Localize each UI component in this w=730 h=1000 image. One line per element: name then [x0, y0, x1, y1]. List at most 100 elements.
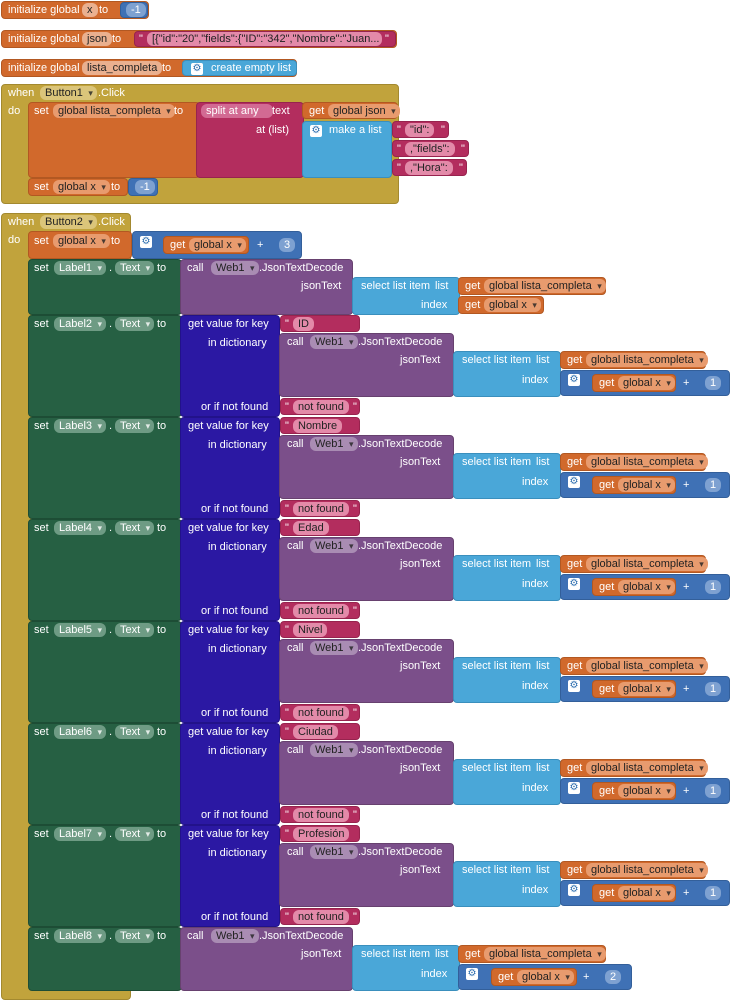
- text-field[interactable]: not found: [293, 706, 349, 720]
- component-dropdown[interactable]: Web1: [310, 539, 358, 553]
- component-dropdown[interactable]: Web1: [310, 437, 358, 451]
- variable-dropdown[interactable]: global x: [618, 886, 675, 900]
- text-field[interactable]: Ciudad: [293, 725, 338, 739]
- text-field[interactable]: [{"id":"20","fields":{"ID":"342","Nombre…: [147, 32, 382, 46]
- text-field[interactable]: not found: [293, 910, 349, 924]
- key-text-block[interactable]: "Ciudad: [280, 723, 360, 740]
- not-found-text-block[interactable]: "not found": [280, 398, 360, 415]
- component-dropdown[interactable]: Web1: [310, 743, 358, 757]
- not-found-text-block[interactable]: "not found": [280, 704, 360, 721]
- component-dropdown[interactable]: Label8: [54, 929, 107, 943]
- variable-dropdown[interactable]: global lista_completa: [586, 455, 708, 469]
- component-dropdown[interactable]: Label7: [54, 827, 107, 841]
- component-dropdown[interactable]: Web1: [310, 845, 358, 859]
- variable-dropdown[interactable]: global x: [618, 784, 675, 798]
- global-var-name-field[interactable]: lista_completa: [82, 61, 163, 75]
- component-dropdown[interactable]: Label3: [54, 419, 107, 433]
- set-label8-text-block[interactable]: set Label8 . Text to: [28, 927, 182, 991]
- gear-icon[interactable]: ⚙: [568, 680, 580, 692]
- variable-dropdown[interactable]: global x: [618, 580, 675, 594]
- gear-icon[interactable]: ⚙: [568, 374, 580, 386]
- number-field[interactable]: -1: [126, 3, 146, 17]
- number-block[interactable]: -1: [128, 178, 158, 196]
- get-global-lista-completa-block[interactable]: get global lista_completa: [458, 945, 606, 963]
- component-dropdown[interactable]: Web1: [310, 335, 358, 349]
- key-text-block[interactable]: "Edad: [280, 519, 360, 536]
- number-field[interactable]: -1: [135, 180, 155, 194]
- number-field[interactable]: 1: [705, 478, 722, 492]
- number-field[interactable]: 1: [705, 886, 722, 900]
- component-dropdown[interactable]: Web1: [211, 929, 259, 943]
- not-found-text-block[interactable]: "not found": [280, 602, 360, 619]
- split-mode-dropdown[interactable]: split at any: [201, 104, 273, 118]
- component-dropdown[interactable]: Web1: [211, 261, 259, 275]
- not-found-text-block[interactable]: "not found": [280, 806, 360, 823]
- property-dropdown[interactable]: Text: [115, 623, 155, 637]
- text-field[interactable]: Nombre: [293, 419, 343, 433]
- property-dropdown[interactable]: Text: [115, 929, 155, 943]
- component-dropdown[interactable]: Button1: [40, 86, 97, 100]
- number-field[interactable]: 1: [705, 682, 722, 696]
- number-field[interactable]: 1: [705, 376, 722, 390]
- list-text-item-3[interactable]: " ,"Hora": ": [392, 159, 467, 176]
- set-global-x-block[interactable]: set global x to: [28, 178, 128, 196]
- variable-dropdown[interactable]: global x: [189, 238, 246, 252]
- select-list-item-block[interactable]: select list item list index: [352, 277, 460, 315]
- variable-dropdown[interactable]: global json: [328, 104, 400, 118]
- list-text-item-2[interactable]: " ,"fields": ": [392, 140, 469, 157]
- create-empty-list-block[interactable]: ⚙ create empty list: [182, 60, 297, 76]
- variable-dropdown[interactable]: global x: [53, 180, 110, 194]
- text-field[interactable]: Profesión: [293, 827, 350, 841]
- variable-dropdown[interactable]: global lista_completa: [586, 761, 708, 775]
- property-dropdown[interactable]: Text: [115, 827, 155, 841]
- text-field[interactable]: ,"fields":: [405, 142, 455, 156]
- component-dropdown[interactable]: Label6: [54, 725, 107, 739]
- init-global-lista-block[interactable]: initialize global lista_completa to ⚙ cr…: [1, 59, 297, 77]
- init-global-x-block[interactable]: initialize global x to -1: [1, 1, 149, 19]
- property-dropdown[interactable]: Text: [115, 317, 155, 331]
- call-web1-jsontextdecode-block[interactable]: call Web1 .JsonTextDecode jsonText: [180, 927, 353, 991]
- component-dropdown[interactable]: Label5: [54, 623, 107, 637]
- variable-dropdown[interactable]: global x: [517, 970, 574, 984]
- number-field[interactable]: 1: [705, 580, 722, 594]
- variable-dropdown[interactable]: global x: [618, 682, 675, 696]
- number-field[interactable]: 1: [705, 784, 722, 798]
- make-a-list-block[interactable]: ⚙ make a list: [302, 121, 392, 178]
- text-field[interactable]: not found: [293, 604, 349, 618]
- number-block[interactable]: -1: [120, 2, 148, 18]
- init-global-json-block[interactable]: initialize global json to " [{"id":"20",…: [1, 30, 397, 48]
- get-global-x-block[interactable]: get global x: [491, 968, 577, 986]
- select-list-item-block[interactable]: select list item list index: [352, 945, 460, 991]
- get-global-x-block[interactable]: get global x: [458, 296, 544, 314]
- text-field[interactable]: not found: [293, 808, 349, 822]
- key-text-block[interactable]: "Nivel: [280, 621, 360, 638]
- number-field[interactable]: 3: [279, 238, 296, 252]
- key-text-block[interactable]: "Nombre: [280, 417, 360, 434]
- get-global-json-block[interactable]: get global json: [302, 102, 400, 119]
- gear-icon[interactable]: ⚙: [466, 968, 478, 980]
- property-dropdown[interactable]: Text: [115, 261, 155, 275]
- variable-dropdown[interactable]: global x: [484, 298, 541, 312]
- component-dropdown[interactable]: Label2: [54, 317, 107, 331]
- gear-icon[interactable]: ⚙: [310, 125, 322, 137]
